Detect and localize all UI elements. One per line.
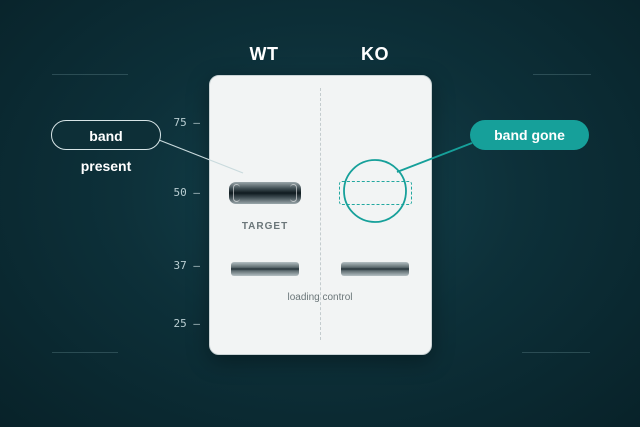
lane-label-ko: KO (361, 44, 389, 64)
decor-line-top-right (533, 74, 591, 75)
ko-loading-control-band (341, 262, 409, 276)
ko-highlight-circle (343, 159, 407, 223)
lane-label-wt: WT (249, 44, 279, 64)
marker-75: 75 — (0, 116, 201, 130)
marker-37: 37 — (0, 259, 201, 273)
gone-connector-line (396, 142, 473, 173)
marker-50: 50 — (0, 186, 201, 200)
wt-loading-control-band (231, 262, 299, 276)
lane-divider (320, 88, 321, 340)
decor-line-bottom-right (522, 352, 590, 353)
marker-label-50: 50 — (173, 186, 201, 199)
present-connector-line (158, 139, 244, 174)
target-label: TARGET (241, 221, 289, 232)
marker-25: 25 — (0, 317, 201, 331)
marker-label-25: 25 — (173, 317, 201, 330)
ko-missing-band-outline (339, 181, 412, 205)
callout-band-gone: band gone (470, 120, 589, 150)
callout-band-present: band present (51, 120, 161, 174)
decor-line-bottom-left (52, 352, 118, 353)
decor-line-top-left (52, 74, 128, 75)
loading-control-label: loading control (287, 292, 353, 303)
wt-target-band (229, 182, 301, 204)
marker-label-37: 37 — (173, 259, 201, 272)
marker-label-75: 75 — (173, 116, 201, 129)
